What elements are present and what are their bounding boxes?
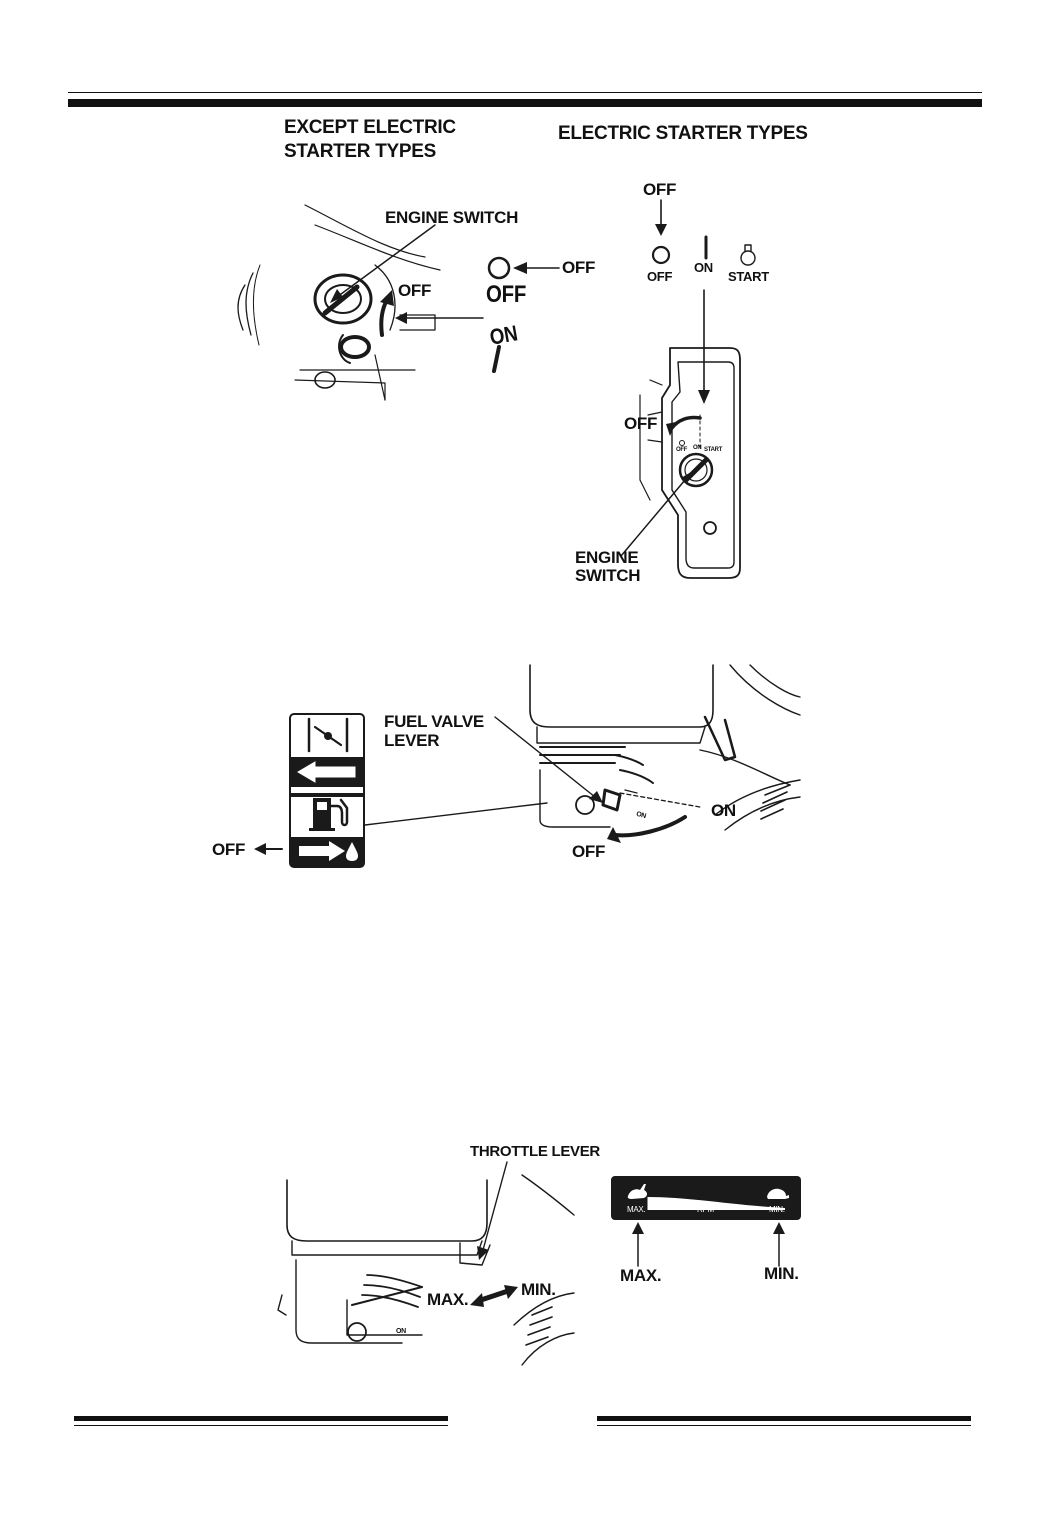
- arrow-right-drop-icon: [295, 838, 359, 864]
- panel-off-callout: OFF: [624, 415, 657, 433]
- on-bar-icon: [490, 345, 504, 375]
- panel-engine-switch-leader: [615, 470, 695, 560]
- panel-tiny-on-label: ON: [693, 445, 701, 451]
- decal-max-text: MAX.: [627, 1206, 645, 1214]
- except-electric-heading-line2: STARTER TYPES: [284, 142, 436, 162]
- decal-max-arrow: [631, 1222, 645, 1266]
- fuel-off-left-label: OFF: [212, 841, 245, 859]
- fuel-valve-callout-line1: FUEL VALVE: [384, 713, 484, 731]
- decal-min-text: MIN.: [769, 1206, 785, 1214]
- footer-rule-right-thin: [597, 1425, 971, 1426]
- throttle-lever-callout: THROTTLE LEVER: [470, 1144, 600, 1160]
- panel-tiny-start-label: START: [704, 447, 722, 453]
- footer-rule-left-thick: [74, 1416, 448, 1421]
- left-off-callout: OFF: [398, 282, 431, 300]
- right-off-arrow-down: [654, 200, 668, 236]
- fuel-off-left-arrow: [254, 843, 284, 855]
- right-off-circle-icon: [650, 244, 672, 266]
- throttle-lever-marking: ON: [396, 1328, 406, 1335]
- throttle-double-arrow: [468, 1283, 520, 1309]
- off-circle-icon: [486, 255, 512, 281]
- right-on-bar-icon: [702, 236, 710, 260]
- decal-max-arrow-label: MAX.: [620, 1267, 661, 1285]
- left-off-arrow-label: OFF: [562, 259, 595, 277]
- electric-starter-heading: ELECTRIC STARTER TYPES: [558, 124, 808, 144]
- panel-engine-callout-line1: ENGINE: [575, 549, 638, 567]
- left-off-symbol-text: OFF: [486, 282, 526, 307]
- choke-icon: [303, 717, 353, 753]
- turtle-icon: [764, 1185, 790, 1203]
- throttle-max-label: MAX.: [427, 1291, 468, 1309]
- fuel-valve-callout-line2: LEVER: [384, 732, 439, 750]
- decal-rpm-text: RPM: [697, 1206, 714, 1214]
- header-rule-thin: [68, 92, 982, 93]
- off-symbol-leader: [395, 308, 485, 328]
- arrow-left-icon: [295, 761, 359, 783]
- right-start-symbol-label: START: [728, 270, 769, 284]
- decal-min-arrow-label: MIN.: [764, 1265, 799, 1283]
- panel-off-curved-arrow: [660, 414, 704, 444]
- except-electric-heading-line1: EXCEPT ELECTRIC: [284, 118, 456, 138]
- throttle-min-label: MIN.: [521, 1281, 556, 1299]
- right-top-off-label: OFF: [643, 181, 676, 199]
- fuel-off-bottom-label: OFF: [572, 843, 605, 861]
- header-rule-thick: [68, 99, 982, 107]
- footer-rule-left-thin: [74, 1425, 448, 1426]
- decal-min-arrow: [772, 1222, 786, 1266]
- off-arrow: [513, 261, 561, 275]
- left-engine-switch-callout: ENGINE SWITCH: [385, 209, 518, 227]
- footer-rule-right-thick: [597, 1416, 971, 1421]
- start-key-icon: [737, 244, 759, 268]
- fuel-valve-callout-leader: [495, 715, 605, 805]
- throttle-engine-illustration: [282, 1175, 582, 1375]
- fuel-on-right-label: ON: [711, 802, 736, 820]
- panel-engine-callout-line2: SWITCH: [575, 567, 640, 585]
- right-on-symbol-label: ON: [694, 261, 713, 275]
- panel-tiny-off-label: OFF: [676, 447, 687, 453]
- fuel-pump-icon: [305, 796, 355, 832]
- rabbit-icon: [624, 1180, 650, 1202]
- right-off-symbol-label: OFF: [647, 270, 672, 284]
